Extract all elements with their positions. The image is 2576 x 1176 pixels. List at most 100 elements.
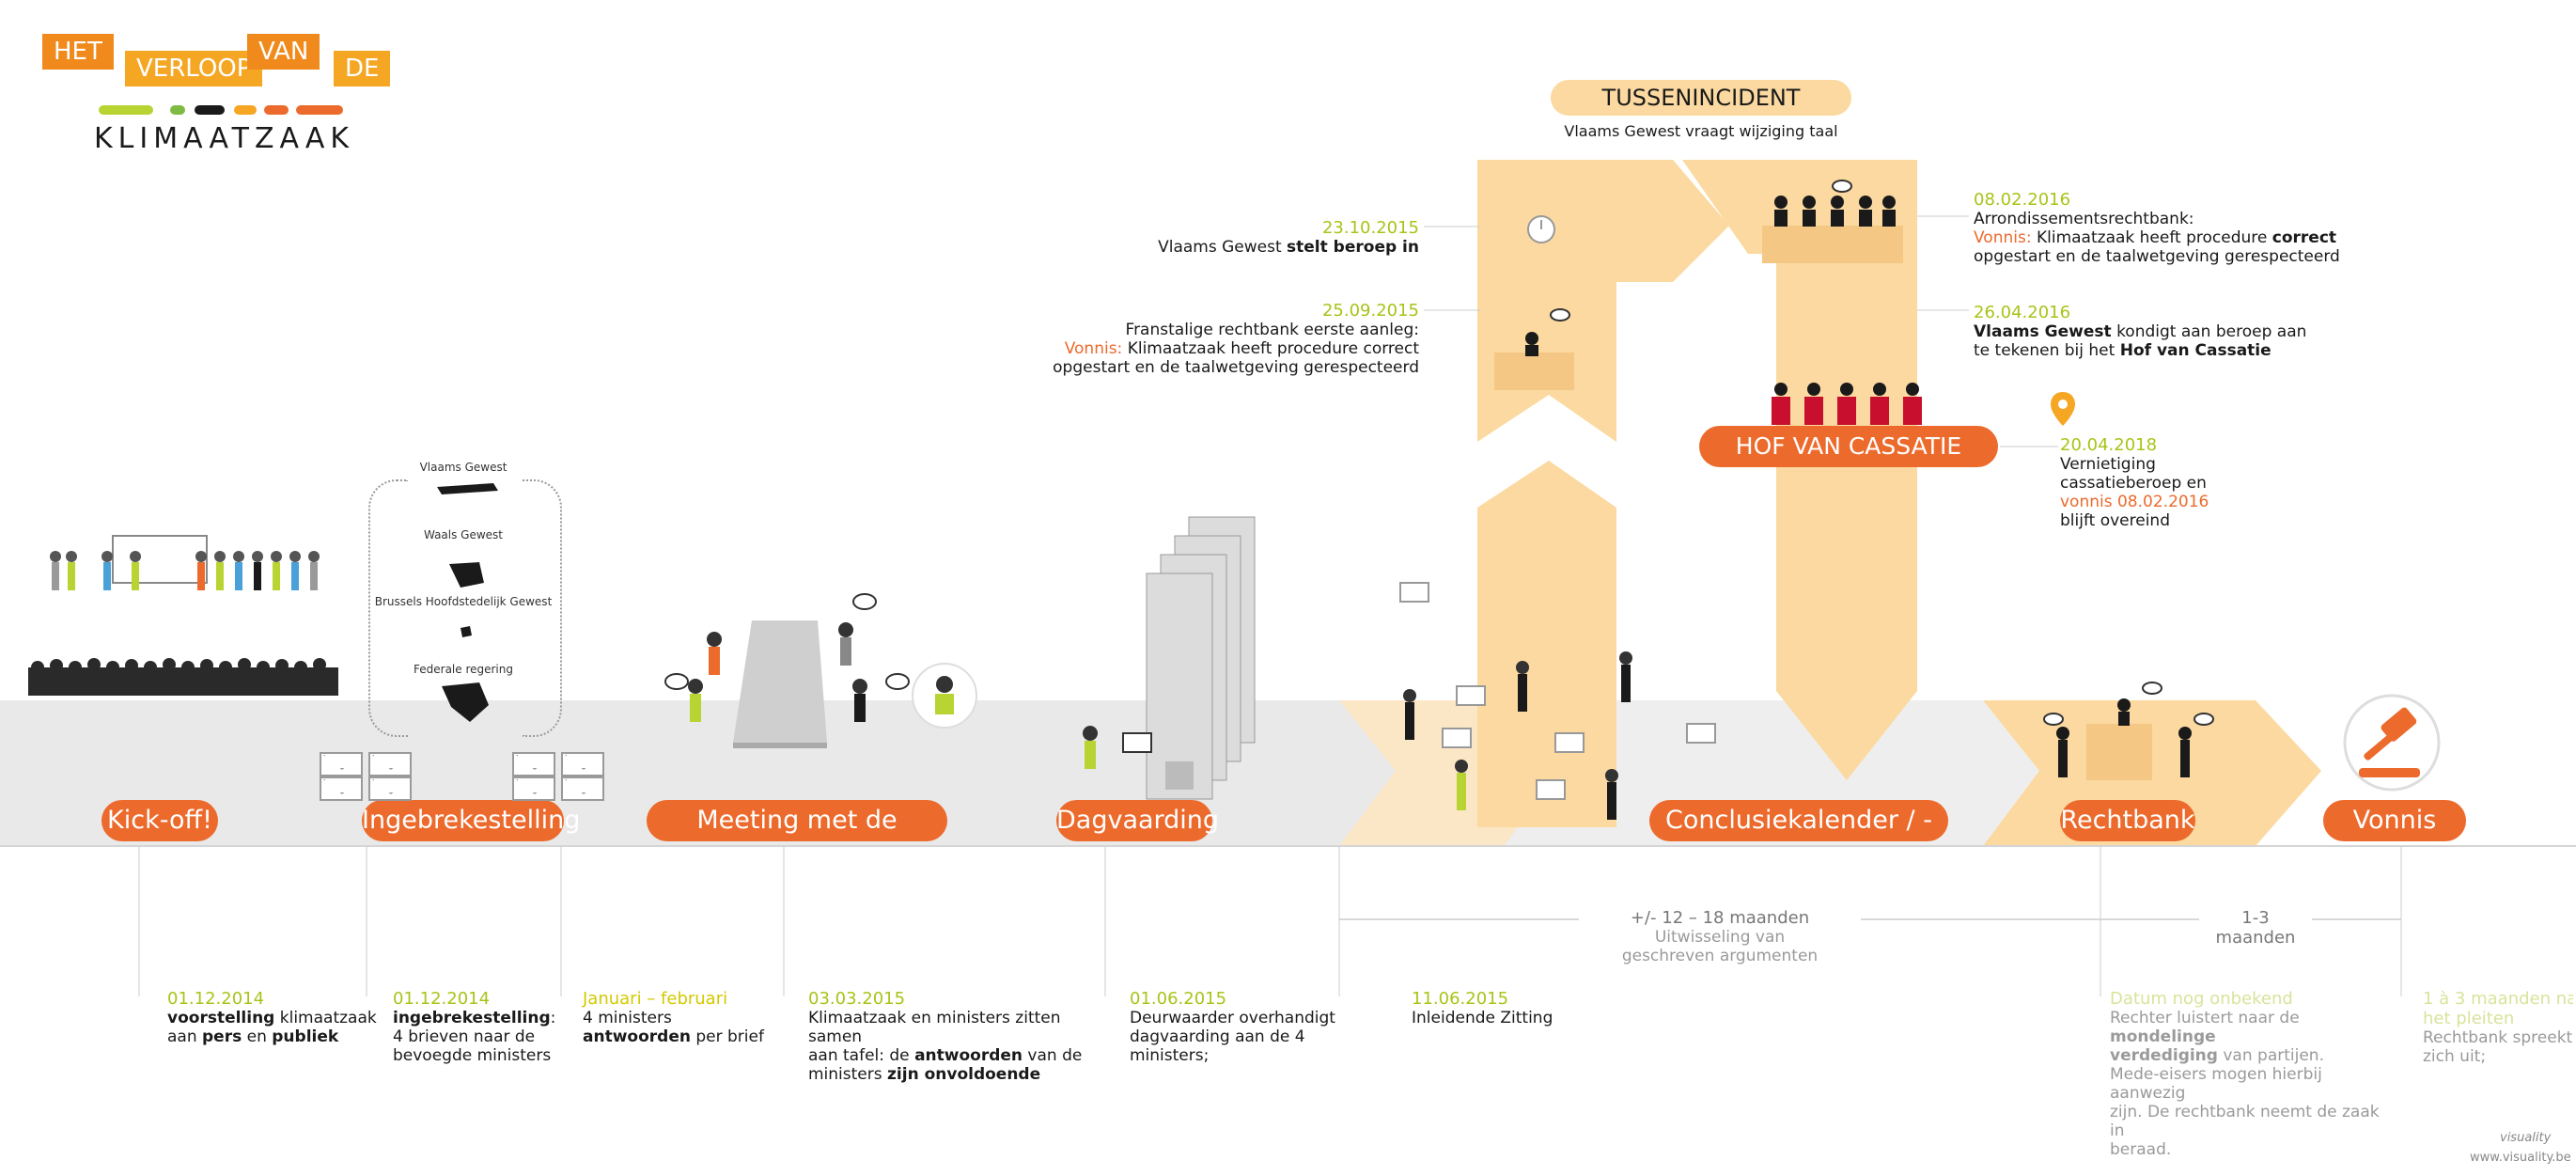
event-text: ministers: [808, 1065, 882, 1084]
logo: HET VERLOOP VAN DE KLIMAATZAAK: [42, 28, 399, 155]
event-text: Klimaatzaak en ministers zitten samen: [808, 1009, 1061, 1046]
event-date: 23.10.2015: [1321, 218, 1419, 238]
event-date: 11.06.2015: [1412, 989, 1509, 1009]
event-text-orange: vonnis 08.02.2016: [2060, 493, 2209, 511]
rechtbank-illustration: [2043, 682, 2214, 780]
event-text: Klimaatzaak heeft procedure correct: [1127, 339, 1419, 358]
duration-text: Uitwisseling van: [1654, 928, 1786, 947]
logo-dot: [170, 105, 185, 115]
event-text: Vlaams Gewest: [1158, 238, 1282, 257]
event-text: beraad.: [2110, 1140, 2172, 1159]
event-text: zijn. De rechtbank neemt de zaak in: [2110, 1103, 2380, 1140]
event-text: opgestart en de taalwetgeving gerespecte…: [1053, 358, 1419, 377]
event-date: het pleiten: [2423, 1009, 2515, 1028]
event-text: :: [550, 1009, 556, 1027]
participants: [688, 622, 867, 722]
logo-word-verloop: VERLOOP: [125, 51, 263, 86]
credit-url: www.visuality.be: [2470, 1151, 2571, 1165]
event-text: 4 brieven naar de: [393, 1027, 536, 1046]
gov-brussels: Brussels Hoofdstedelijk Gewest: [374, 595, 553, 608]
logo-word-het: HET: [42, 34, 114, 70]
dagvaarding-illustration: [1083, 516, 1256, 800]
envelope-icon: [320, 776, 363, 801]
duration-conclusie: +/- 12 – 18 maanden Uitwisseling van ges…: [1579, 908, 1861, 965]
stage-conclusie: Conclusiekalender / -rondes: [1649, 800, 1948, 876]
gov-vlaams: Vlaams Gewest: [419, 461, 507, 474]
event-text: en: [246, 1027, 267, 1046]
bottom-event-kickoff: 01.12.2014 voorstelling klimaatzaak aan …: [167, 989, 383, 1046]
duration-range: +/- 12 – 18 maanden: [1630, 908, 1810, 928]
envelope-icon: [561, 776, 604, 801]
gov-waals: Waals Gewest: [423, 528, 504, 541]
judge-left-illustration: [1494, 308, 1574, 390]
lawyers: [1403, 651, 1632, 820]
presenters: [50, 551, 320, 590]
stopwatch-icon: [1527, 215, 1555, 243]
court-building: [2086, 724, 2152, 780]
event-date: 1 à 3 maanden na: [2423, 989, 2573, 1009]
event-date: 01.12.2014: [167, 989, 265, 1009]
event-text: kondigt aan beroep aan: [2116, 322, 2307, 341]
event-text: klimaatzaak: [279, 1009, 377, 1027]
speech-bubble-icon: [2043, 682, 2214, 726]
event-date: 20.04.2018: [2060, 435, 2158, 455]
gov-federal: Federale regering: [414, 663, 513, 676]
brussel-map-icon: [461, 626, 472, 637]
event-text-bold: stelt beroep in: [1287, 238, 1419, 257]
bottom-event-dagvaarding: 01.06.2015 Deurwaarder overhandigt dagva…: [1130, 989, 1336, 1065]
event-date: 01.06.2015: [1130, 989, 1227, 1009]
envelope-icon: [512, 752, 555, 776]
location-pin-icon: [2051, 392, 2075, 426]
envelope-icon: [320, 752, 363, 776]
logo-dot: [99, 105, 153, 115]
event-text: Inleidende Zitting: [1412, 1009, 1553, 1027]
bottom-event-antwoorden: Januari – februari 4 ministers antwoorde…: [583, 989, 771, 1046]
event-text-bold: publiek: [272, 1027, 339, 1046]
judges-bench: [1762, 226, 1903, 263]
event-text-bold: Vlaams Gewest: [1974, 322, 2112, 341]
kickoff-illustration: [28, 535, 338, 696]
event-text: per brief: [695, 1027, 764, 1046]
event-text-bold: ingebrekestelling: [393, 1009, 551, 1027]
event-date: 03.03.2015: [808, 989, 906, 1009]
event-23-10-2015: 23.10.2015 Vlaams Gewest stelt beroep in: [1118, 218, 1419, 257]
event-text: aan: [167, 1027, 197, 1046]
event-text: blijft overeind: [2060, 511, 2170, 530]
envelope-icon: [512, 776, 555, 801]
bottom-event-meeting: 03.03.2015 Klimaatzaak en ministers zitt…: [808, 989, 1109, 1084]
vlaanderen-map-icon: [437, 483, 498, 494]
event-20-04-2018: 20.04.2018 Vernietiging cassatieberoep e…: [2060, 435, 2304, 530]
cassatie-judges-illustration: [1772, 383, 1922, 425]
event-text: van partijen.: [2223, 1046, 2324, 1065]
envelope-icon: [561, 752, 604, 776]
stage-kickoff: Kick-off!: [101, 800, 218, 841]
logo-dot: [296, 105, 343, 115]
grey-band: [0, 700, 1396, 846]
logo-word-de: DE: [334, 51, 391, 86]
logo-dot: [234, 105, 257, 115]
office-building: [1146, 516, 1256, 800]
event-text-bold: correct: [2272, 228, 2337, 247]
stage-rechtbank: Rechtbank: [2060, 800, 2195, 841]
event-text-bold: Hof van Cassatie: [2119, 341, 2272, 360]
stage-ingebrekestelling: Ingebrekestelling: [362, 800, 580, 841]
envelope-icon: [368, 752, 412, 776]
vonnis-label: Vonnis:: [1064, 339, 1123, 358]
event-text: zich uit;: [2423, 1047, 2487, 1066]
event-date: 08.02.2016: [1974, 190, 2071, 210]
event-text: dagvaarding aan de 4: [1130, 1027, 1305, 1046]
bottom-event-vonnis: 1 à 3 maanden na het pleiten Rechtbank s…: [2423, 989, 2573, 1066]
conclusie-illustration: [1399, 582, 1716, 820]
arrow-up-left: [1477, 160, 1729, 827]
event-text: bevoegde ministers: [393, 1046, 552, 1065]
event-text: Franstalige rechtbank eerste aanleg:: [1125, 321, 1419, 339]
logo-dot: [264, 105, 289, 115]
event-text-bold: antwoorden: [583, 1027, 691, 1046]
presentation-board: [112, 535, 208, 584]
envelope-icons: [1399, 582, 1716, 800]
event-date: 01.12.2014: [393, 989, 491, 1009]
speech-bubble-icon: [1550, 308, 1570, 321]
event-text: 4 ministers: [583, 1009, 672, 1027]
event-08-02-2016: 08.02.2016 Arrondissementsrechtbank: Von…: [1974, 190, 2368, 266]
event-date: Januari – februari: [583, 989, 728, 1009]
